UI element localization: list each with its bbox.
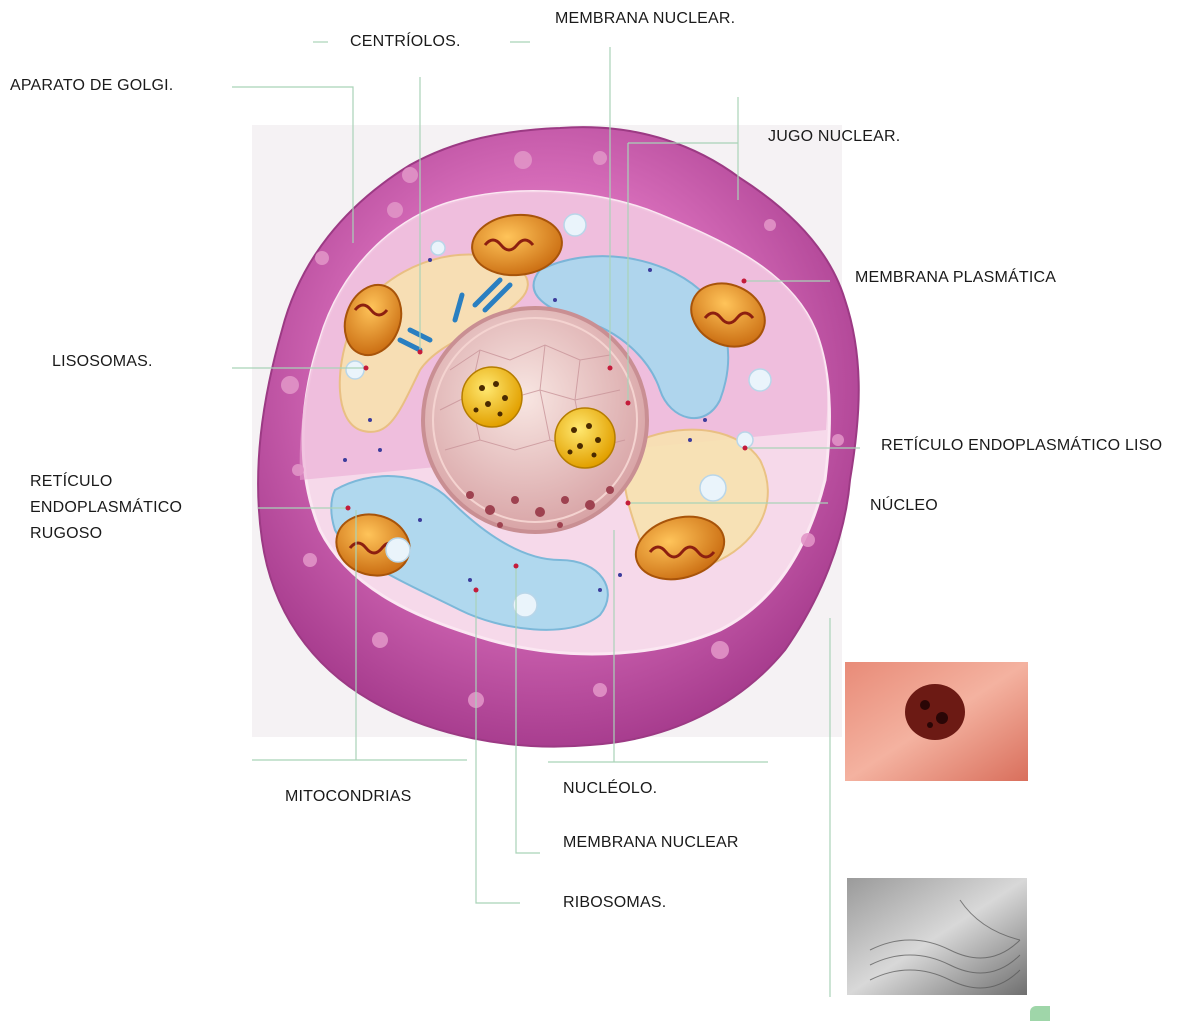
label-membrana-nuclear-top: MEMBRANA NUCLEAR.: [555, 6, 735, 32]
label-reticulo-liso: RETÍCULO ENDOPLASMÁTICO LISO: [881, 433, 1162, 459]
label-membrana-nuclear-bottom: MEMBRANA NUCLEAR: [563, 830, 739, 856]
nucleolus-1: [462, 367, 522, 427]
label-lisosomas: LISOSOMAS.: [52, 349, 153, 375]
nucleus: [423, 308, 647, 532]
label-aparato-golgi: APARATO DE GOLGI.: [10, 73, 173, 99]
label-ribosomas: RIBOSOMAS.: [563, 890, 666, 916]
nucleolus-2: [555, 408, 615, 468]
micrograph-nucleus-cell: [905, 684, 965, 740]
label-jugo-nuclear: JUGO NUCLEAR.: [768, 124, 900, 150]
corner-tab: [1030, 1006, 1050, 1021]
label-nucleo: NÚCLEO: [870, 493, 938, 519]
label-mitocondrias: MITOCONDRIAS: [285, 784, 412, 810]
micrograph-er: [847, 878, 1027, 995]
label-reticulo-rugoso: RETÍCULO ENDOPLASMÁTICO RUGOSO: [30, 469, 205, 547]
label-nucleolo: NUCLÉOLO.: [563, 776, 657, 802]
label-membrana-plasmatica: MEMBRANA PLASMÁTICA: [855, 265, 1056, 291]
label-centriolos: CENTRÍOLOS.: [350, 29, 461, 55]
